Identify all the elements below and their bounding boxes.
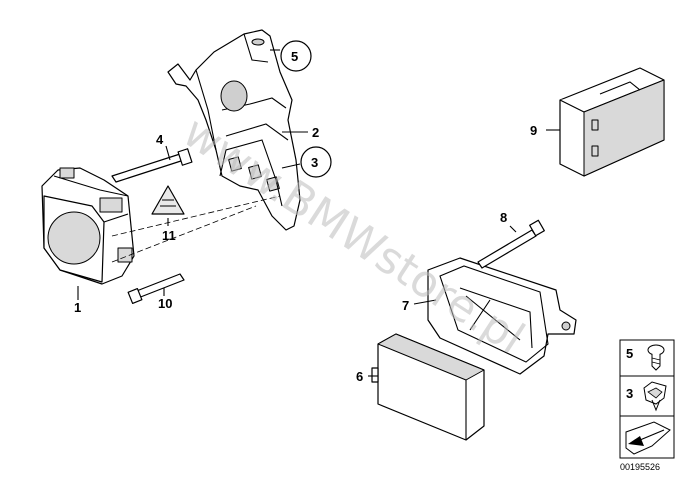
legend-label-3: 3: [626, 386, 633, 401]
legend-item-3[interactable]: 3: [626, 381, 667, 412]
callout-leaders: [77, 49, 560, 377]
callout-4: 4: [156, 132, 164, 147]
arrow-icon: [625, 421, 671, 455]
clip-nut-icon: [643, 381, 667, 412]
legend-label-5: 5: [626, 346, 633, 361]
callout-8: 8: [500, 210, 507, 225]
warning-label-part-11[interactable]: [151, 185, 185, 215]
callout-1: 1: [74, 300, 81, 315]
callout-2: 2: [312, 125, 319, 140]
screw-part-10[interactable]: [127, 273, 185, 305]
callout-9: 9: [530, 123, 537, 138]
screw-part-4[interactable]: [111, 148, 193, 183]
callout-circle-3: [300, 146, 332, 178]
legend-item-5[interactable]: 5: [626, 344, 665, 371]
module-part-6[interactable]: [371, 333, 485, 441]
callout-5: 5: [291, 49, 298, 64]
screw-icon: [647, 344, 665, 371]
callout-3: 3: [311, 155, 318, 170]
callout-circle-5: [280, 40, 312, 72]
callout-6: 6: [356, 369, 363, 384]
callout-10: 10: [158, 296, 172, 311]
bracket-part-2[interactable]: [167, 29, 301, 231]
control-unit-part-9[interactable]: [559, 67, 665, 177]
callout-7: 7: [402, 298, 409, 313]
callout-11: 11: [162, 228, 176, 243]
sensor-housing-part-1[interactable]: [41, 167, 135, 285]
holder-frame-part-7[interactable]: [427, 257, 577, 375]
screw-part-8[interactable]: [477, 219, 545, 269]
watermark: www.BMWstore.pl: [174, 106, 533, 364]
diagram-id: 00195526: [620, 462, 660, 472]
